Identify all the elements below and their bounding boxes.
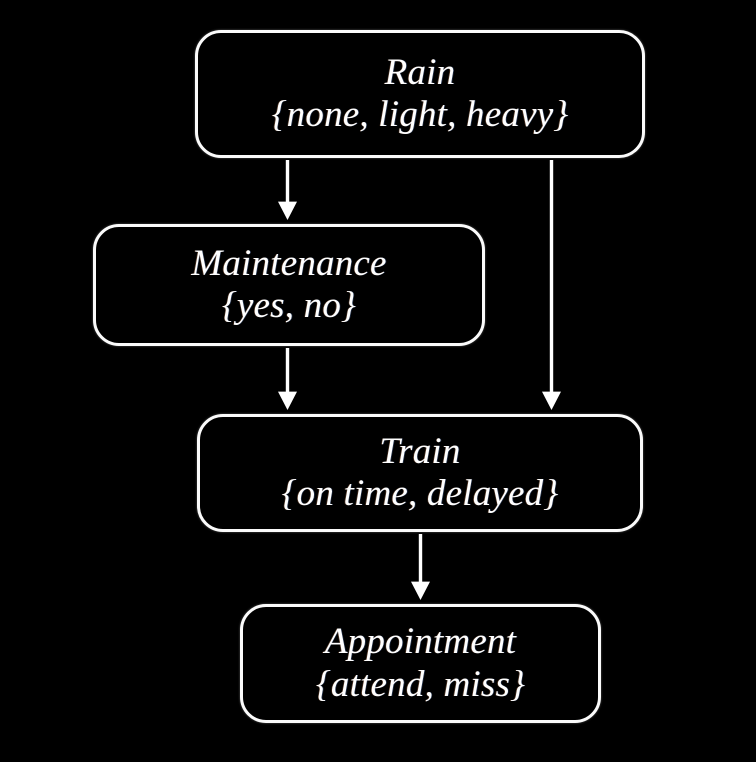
node-rain[interactable]: Rain {none, light, heavy} [195, 30, 645, 158]
node-maintenance-label: Maintenance [191, 242, 387, 284]
node-appointment[interactable]: Appointment {attend, miss} [240, 604, 601, 723]
node-maintenance-states: {yes, no} [221, 285, 357, 326]
node-rain-states: {none, light, heavy} [271, 94, 569, 135]
node-train-label: Train [379, 430, 461, 472]
node-appointment-states: {attend, miss} [315, 663, 526, 705]
node-train[interactable]: Train {on time, delayed} [197, 414, 643, 532]
node-appointment-label: Appointment [324, 621, 517, 663]
node-maintenance[interactable]: Maintenance {yes, no} [93, 224, 485, 346]
node-rain-label: Rain [384, 51, 456, 93]
node-train-states: {on time, delayed} [281, 473, 559, 514]
